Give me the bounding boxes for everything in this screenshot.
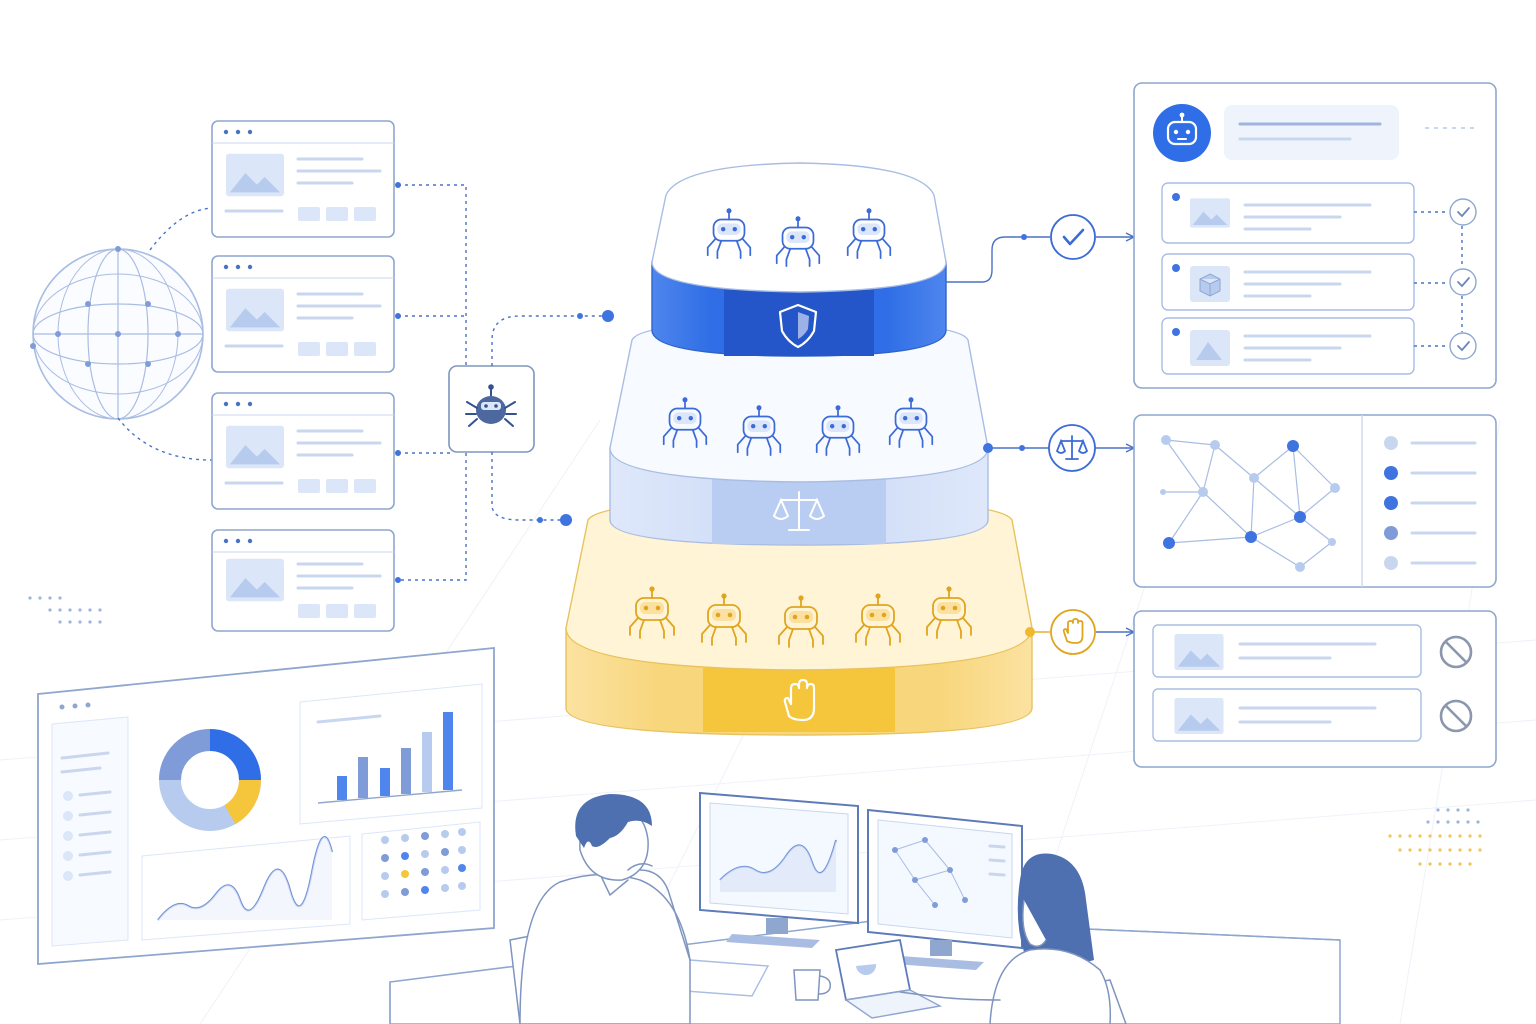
scales-output-icon bbox=[1048, 424, 1096, 472]
person-analyst-female bbox=[899, 853, 1127, 1024]
coffee-mug bbox=[793, 969, 832, 1001]
dashboard-sidebar bbox=[51, 716, 129, 947]
monitor-right bbox=[867, 808, 1023, 970]
blocked-item-2 bbox=[1152, 688, 1422, 742]
scales-icon bbox=[772, 491, 826, 531]
checkmark-icon bbox=[1449, 332, 1477, 360]
top-tier-output-line bbox=[946, 236, 1050, 283]
donut-chart bbox=[159, 729, 261, 831]
image-placeholder-icon bbox=[226, 558, 284, 602]
review-legend bbox=[1384, 436, 1477, 570]
approved-item-2 bbox=[1161, 253, 1415, 311]
approved-item-1 bbox=[1161, 182, 1415, 244]
source-card-1 bbox=[211, 120, 395, 238]
crawler-to-top-tier bbox=[491, 315, 608, 366]
bug-robot-icon bbox=[465, 384, 517, 427]
hand-stop-icon bbox=[783, 678, 816, 722]
tier-bottom-label-band bbox=[703, 668, 895, 732]
image-placeholder-icon bbox=[226, 425, 284, 469]
monitor-left bbox=[699, 791, 859, 948]
decorative-dots-left bbox=[28, 596, 102, 624]
network-graph-icon bbox=[1163, 439, 1336, 568]
image-placeholder-icon bbox=[226, 153, 284, 197]
robot-avatar-icon bbox=[1153, 104, 1211, 162]
approved-panel bbox=[1133, 82, 1497, 389]
top-tier-input-node bbox=[602, 310, 614, 322]
source-card-3 bbox=[211, 392, 395, 510]
laptop bbox=[834, 938, 943, 1019]
globe-icon bbox=[30, 246, 204, 420]
decorative-dots-right bbox=[1388, 808, 1482, 866]
mid-tier-input-node bbox=[560, 514, 572, 526]
source-card-4 bbox=[211, 529, 395, 632]
line-chart bbox=[141, 835, 351, 941]
prohibited-icon bbox=[1439, 699, 1473, 733]
dot-matrix-chart bbox=[361, 821, 481, 921]
image-placeholder-icon bbox=[1174, 698, 1224, 734]
cube-icon bbox=[1199, 273, 1221, 297]
blocked-item-1 bbox=[1152, 624, 1422, 678]
image-placeholder-icon bbox=[226, 288, 284, 332]
review-panel bbox=[1133, 414, 1497, 588]
checkmark-icon bbox=[1050, 214, 1096, 260]
shield-icon bbox=[778, 303, 818, 349]
checkmark-icon bbox=[1449, 198, 1477, 226]
globe-connector-top bbox=[149, 207, 213, 251]
crawler-node bbox=[448, 365, 535, 453]
globe-connector-bottom bbox=[117, 417, 213, 461]
hand-output-icon bbox=[1050, 609, 1096, 655]
source-connectors bbox=[395, 182, 467, 583]
approved-item-3 bbox=[1161, 317, 1415, 375]
checkmark-icon bbox=[1449, 268, 1477, 296]
person-analyst-male bbox=[509, 794, 691, 1024]
prohibited-icon bbox=[1439, 635, 1473, 669]
blocked-panel bbox=[1133, 610, 1497, 768]
tier-middle-review bbox=[609, 319, 989, 546]
tier-top-approved bbox=[651, 162, 947, 357]
image-placeholder-icon bbox=[1174, 634, 1224, 670]
source-card-2 bbox=[211, 255, 395, 373]
bar-chart bbox=[299, 683, 483, 825]
image-placeholder-icon bbox=[1190, 198, 1230, 228]
analytics-dashboard bbox=[37, 647, 495, 965]
network-nodes bbox=[1160, 435, 1340, 572]
hair bbox=[575, 794, 652, 848]
crawler-to-mid-tier bbox=[491, 452, 565, 521]
